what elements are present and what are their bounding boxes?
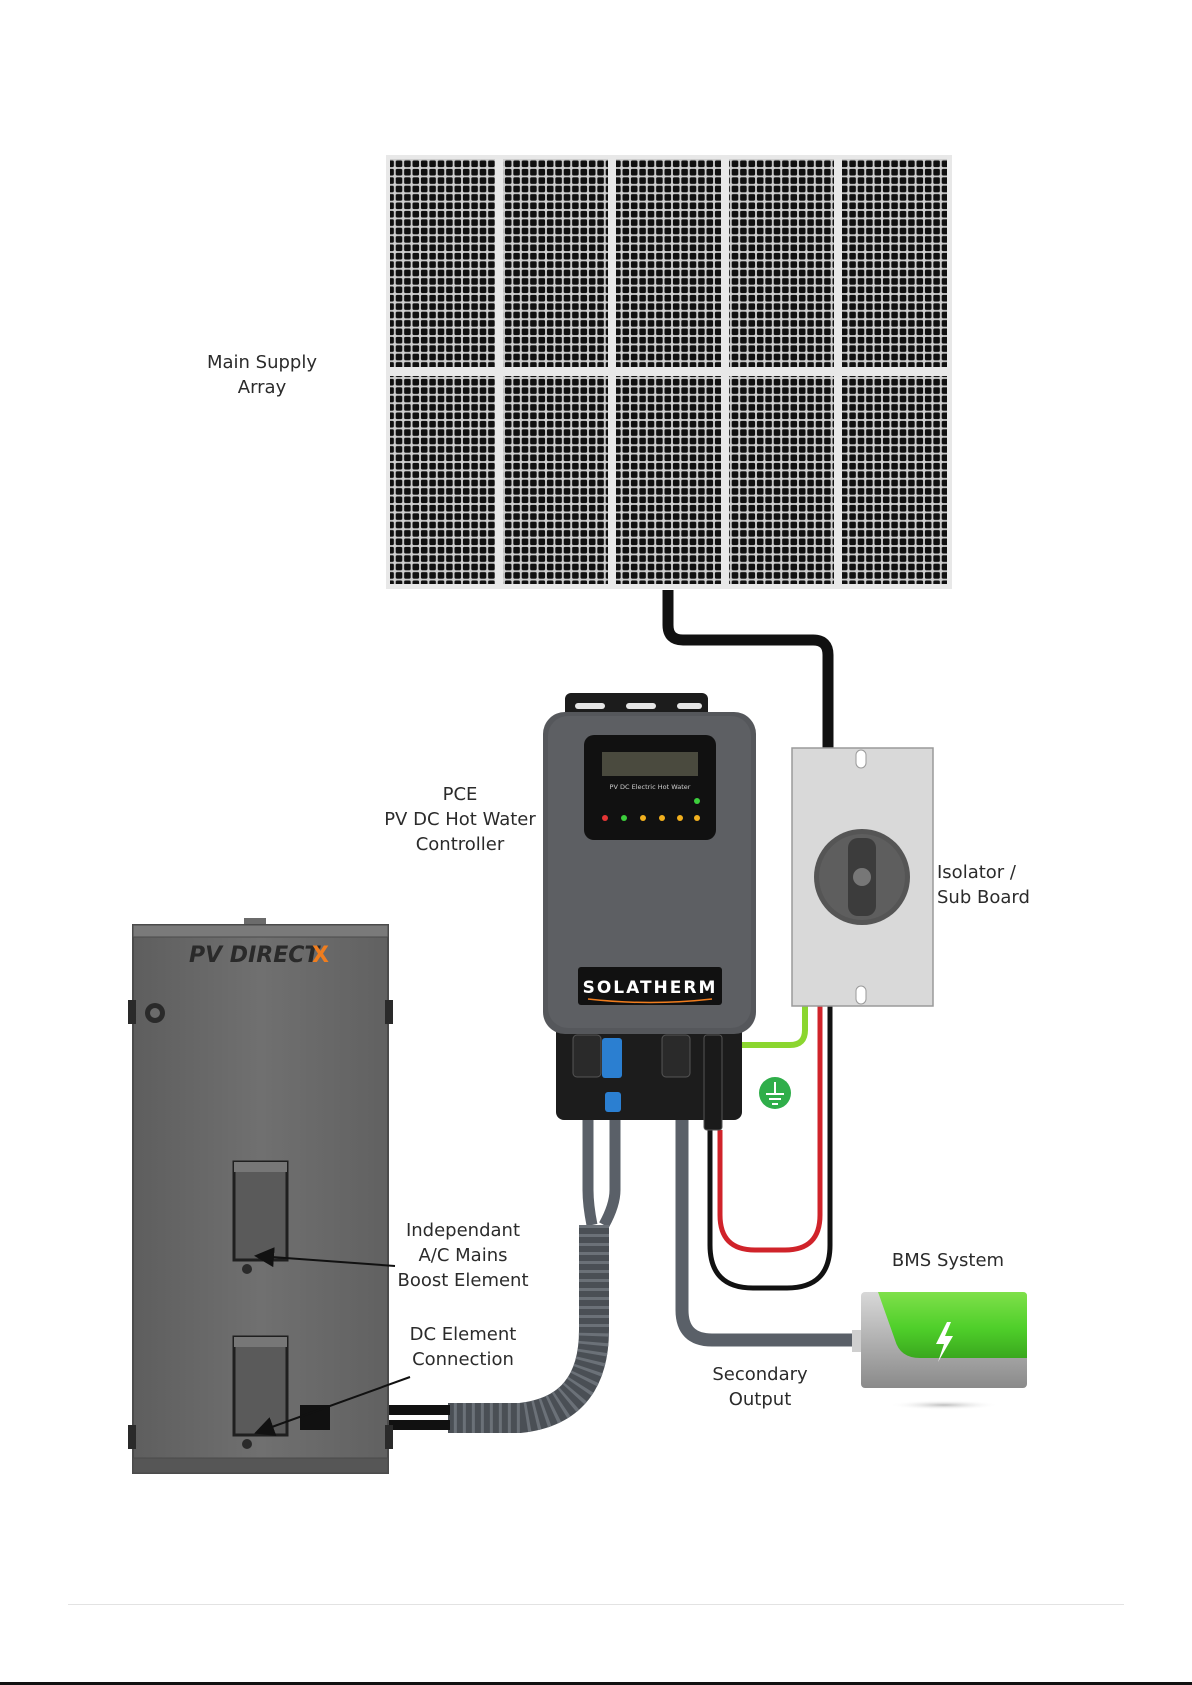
isolator-sub-board: [792, 748, 933, 1006]
label-line: Independant: [393, 1218, 533, 1243]
label-line: Controller: [375, 832, 545, 857]
tank-brand-mark: X: [312, 943, 329, 968]
tank-brand: PV DIRECT: [189, 943, 321, 968]
main-supply-array-label: Main Supply Array: [202, 350, 322, 400]
label-line: Array: [202, 375, 322, 400]
isolator-label: Isolator / Sub Board: [937, 860, 1047, 910]
label-line: A/C Mains: [393, 1243, 533, 1268]
controller-brand: SOLATHERM: [583, 978, 718, 998]
label-line: PCE: [375, 782, 545, 807]
label-line: BMS System: [878, 1248, 1018, 1273]
solar-panel: [842, 159, 947, 367]
status-led: [694, 815, 700, 821]
label-line: DC Element: [393, 1322, 533, 1347]
footer-divider: [68, 1604, 1124, 1605]
pce-label: PCE PV DC Hot Water Controller: [375, 782, 545, 857]
element-cable-entry: [300, 1405, 330, 1430]
bms-battery: [852, 1292, 1027, 1410]
solar-panel: [390, 159, 495, 367]
solar-panel: [616, 376, 721, 584]
boost-element-label: Independant A/C Mains Boost Element: [393, 1218, 533, 1293]
label-line: Sub Board: [937, 885, 1047, 910]
label-line: Boost Element: [393, 1268, 533, 1293]
lcd-display: [602, 752, 698, 776]
solar-panel: [503, 159, 608, 367]
dc-element-cable: [588, 1110, 592, 1225]
solar-panel: [729, 376, 834, 584]
status-led: [677, 815, 683, 821]
dc-element-label: DC Element Connection: [393, 1322, 533, 1372]
display-caption: PV DC Electric Hot Water: [610, 783, 691, 791]
label-line: Main Supply: [202, 350, 322, 375]
status-led: [602, 815, 608, 821]
water-tank: PV DIRECT X: [128, 918, 393, 1473]
dc-element-cable: [604, 1115, 615, 1225]
status-led: [640, 815, 646, 821]
label-line: PV DC Hot Water: [375, 807, 545, 832]
solar-panel: [503, 376, 608, 584]
bms-system-label: BMS System: [878, 1248, 1018, 1273]
earth-ground-icon: [759, 1077, 791, 1109]
label-line: Connection: [393, 1347, 533, 1372]
status-led: [621, 815, 627, 821]
dc-element-cover: [234, 1337, 287, 1435]
label-line: Secondary: [700, 1362, 820, 1387]
solar-array: [386, 155, 952, 589]
boost-element-cover: [234, 1162, 287, 1260]
solar-panel: [616, 159, 721, 367]
status-led: [659, 815, 665, 821]
solar-panel: [729, 159, 834, 367]
status-led: [694, 798, 700, 804]
pce-controller: PV DC Electric Hot Water SOLATHERM: [543, 693, 756, 1130]
label-line: Output: [700, 1387, 820, 1412]
solar-panel: [842, 376, 947, 584]
solar-panel: [390, 376, 495, 584]
secondary-output-label: Secondary Output: [700, 1362, 820, 1412]
rotary-isolator-knob-icon: [814, 829, 910, 925]
label-line: Isolator /: [937, 860, 1047, 885]
